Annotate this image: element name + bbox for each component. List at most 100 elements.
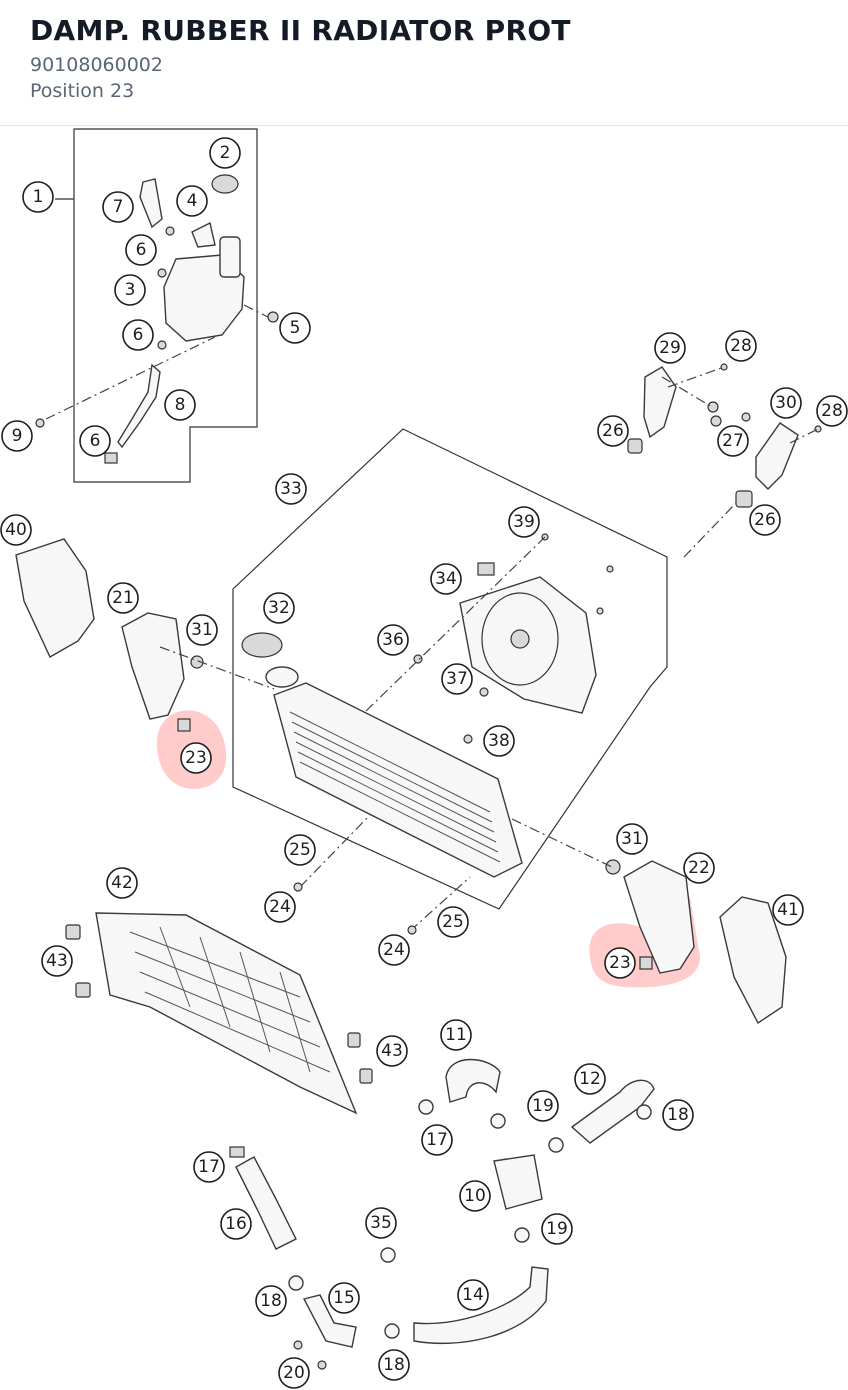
callout-21[interactable]: 21: [107, 582, 139, 614]
callout-17[interactable]: 17: [421, 1124, 453, 1156]
svg-text:18: 18: [383, 1355, 405, 1375]
callout-23-left[interactable]: 23: [180, 742, 212, 774]
callout-18[interactable]: 18: [255, 1285, 287, 1317]
callout-6[interactable]: 6: [125, 234, 157, 266]
callout-39[interactable]: 39: [508, 506, 540, 538]
svg-text:17: 17: [426, 1130, 448, 1150]
svg-text:24: 24: [383, 940, 405, 960]
callout-28[interactable]: 28: [725, 330, 757, 362]
hose-11: [445, 1058, 501, 1103]
hose-14: [413, 1266, 549, 1344]
callout-18[interactable]: 18: [662, 1099, 694, 1131]
callout-24[interactable]: 24: [378, 934, 410, 966]
svg-text:21: 21: [112, 588, 134, 608]
callout-27[interactable]: 27: [717, 425, 749, 457]
svg-text:43: 43: [381, 1041, 403, 1061]
svg-text:24: 24: [269, 897, 291, 917]
callout-41[interactable]: 41: [772, 894, 804, 926]
bracket-29: [643, 366, 677, 439]
radiator: [273, 682, 523, 878]
callout-23-right[interactable]: 23: [604, 947, 636, 979]
callout-36[interactable]: 36: [377, 624, 409, 656]
callout-4[interactable]: 4: [176, 185, 208, 217]
callout-6[interactable]: 6: [122, 319, 154, 351]
callout-19[interactable]: 19: [527, 1090, 559, 1122]
callout-35[interactable]: 35: [365, 1207, 397, 1239]
svg-text:36: 36: [382, 630, 404, 650]
svg-text:4: 4: [187, 191, 198, 211]
svg-text:6: 6: [136, 240, 147, 260]
callout-43[interactable]: 43: [41, 945, 73, 977]
callout-10[interactable]: 10: [459, 1180, 491, 1212]
callout-3[interactable]: 3: [114, 274, 146, 306]
callout-5[interactable]: 5: [279, 312, 311, 344]
callout-17[interactable]: 17: [193, 1151, 225, 1183]
part-number: 90108060002: [30, 54, 163, 76]
callout-1[interactable]: 1: [22, 181, 54, 213]
svg-text:37: 37: [446, 669, 468, 689]
svg-text:11: 11: [445, 1025, 467, 1045]
callout-25[interactable]: 25: [437, 906, 469, 938]
svg-text:25: 25: [289, 840, 311, 860]
svg-text:3: 3: [125, 280, 136, 300]
callout-19[interactable]: 19: [541, 1213, 573, 1245]
fitting-15: [302, 1294, 357, 1348]
svg-text:7: 7: [113, 197, 124, 217]
callout-6[interactable]: 6: [79, 425, 111, 457]
callout-12[interactable]: 12: [574, 1063, 606, 1095]
svg-text:22: 22: [688, 858, 710, 878]
svg-text:31: 31: [191, 620, 213, 640]
callout-25[interactable]: 25: [284, 834, 316, 866]
callout-40[interactable]: 40: [0, 514, 32, 546]
callout-2[interactable]: 2: [209, 137, 241, 169]
callout-22[interactable]: 22: [683, 852, 715, 884]
callout-7[interactable]: 7: [102, 191, 134, 223]
callout-29[interactable]: 29: [654, 332, 686, 364]
callout-32[interactable]: 32: [263, 592, 295, 624]
callout-15[interactable]: 15: [328, 1282, 360, 1314]
callout-24[interactable]: 24: [264, 891, 296, 923]
svg-text:23: 23: [609, 953, 631, 973]
callout-37[interactable]: 37: [441, 663, 473, 695]
hose-12: [570, 1079, 655, 1144]
callout-31[interactable]: 31: [186, 614, 218, 646]
svg-text:2: 2: [220, 143, 231, 163]
callout-38[interactable]: 38: [483, 725, 515, 757]
svg-text:25: 25: [442, 912, 464, 932]
callout-28[interactable]: 28: [816, 395, 848, 427]
svg-text:12: 12: [579, 1069, 601, 1089]
callout-33[interactable]: 33: [275, 473, 307, 505]
callout-8[interactable]: 8: [164, 389, 196, 421]
callout-26[interactable]: 26: [597, 415, 629, 447]
callout-11[interactable]: 11: [440, 1019, 472, 1051]
svg-text:17: 17: [198, 1157, 220, 1177]
svg-text:41: 41: [777, 900, 799, 920]
svg-text:23: 23: [185, 748, 207, 768]
svg-text:28: 28: [730, 336, 752, 356]
svg-text:42: 42: [111, 873, 133, 893]
callout-9[interactable]: 9: [1, 420, 33, 452]
exploded-parts-diagram: 1 2 3 4 5 6 6 6 7 8 9 10 11 12 14 15 16 …: [0, 127, 848, 1390]
svg-text:26: 26: [602, 421, 624, 441]
callout-34[interactable]: 34: [430, 563, 462, 595]
callout-16[interactable]: 16: [220, 1208, 252, 1240]
callout-20[interactable]: 20: [278, 1357, 310, 1389]
callout-14[interactable]: 14: [457, 1279, 489, 1311]
callout-18[interactable]: 18: [378, 1349, 410, 1381]
protector-40: [15, 538, 95, 658]
svg-text:18: 18: [260, 1291, 282, 1311]
svg-text:28: 28: [821, 401, 843, 421]
callout-43[interactable]: 43: [376, 1035, 408, 1067]
svg-text:1: 1: [33, 187, 44, 207]
svg-text:35: 35: [370, 1213, 392, 1233]
page-header: DAMP. RUBBER II RADIATOR PROT 9010806000…: [0, 0, 848, 126]
callout-26[interactable]: 26: [749, 504, 781, 536]
cooling-fan: [459, 576, 597, 714]
svg-text:40: 40: [5, 520, 27, 540]
svg-text:19: 19: [532, 1096, 554, 1116]
svg-text:18: 18: [667, 1105, 689, 1125]
callout-31[interactable]: 31: [616, 823, 648, 855]
callout-42[interactable]: 42: [106, 867, 138, 899]
svg-text:39: 39: [513, 512, 535, 532]
callout-30[interactable]: 30: [770, 387, 802, 419]
